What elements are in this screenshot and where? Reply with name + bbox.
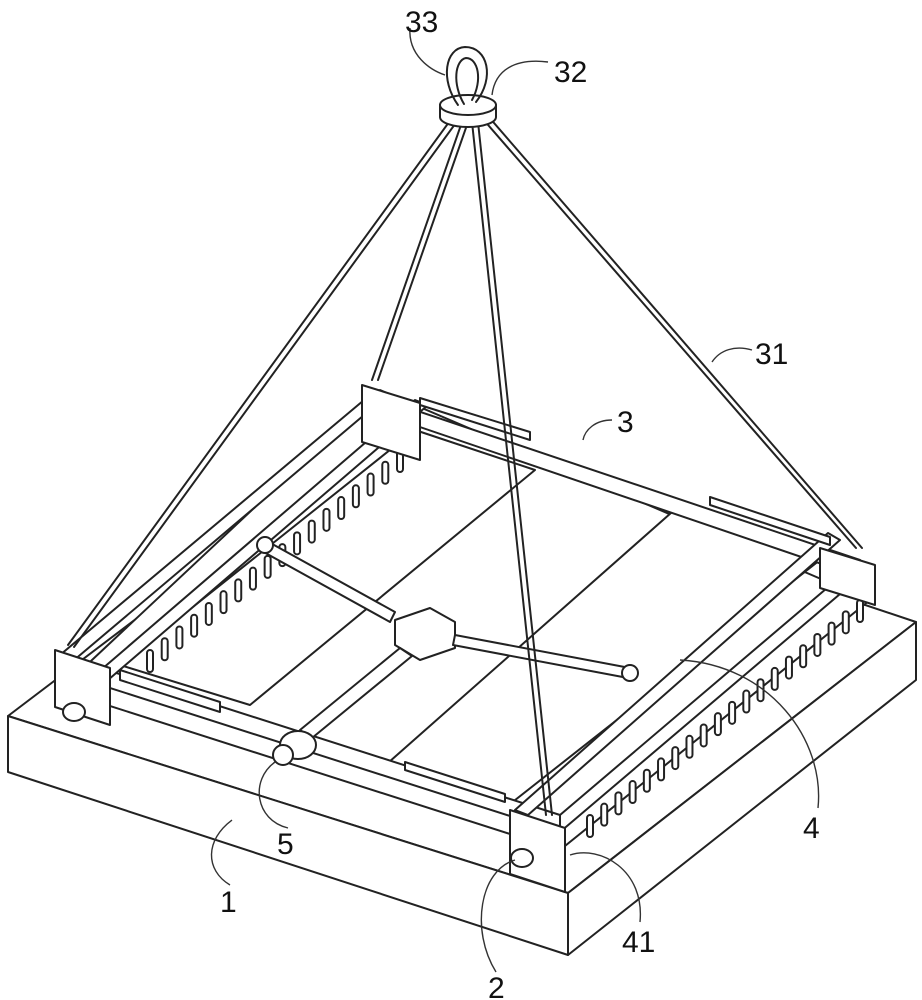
- spike: [235, 579, 241, 601]
- spike: [729, 702, 735, 724]
- label-32: 32: [554, 56, 587, 89]
- label-33: 33: [405, 6, 438, 39]
- spike: [829, 623, 835, 645]
- spike: [323, 509, 329, 531]
- label-41: 41: [622, 926, 655, 959]
- spike: [147, 650, 153, 672]
- spike: [353, 485, 359, 507]
- spike: [772, 668, 778, 690]
- spike: [265, 556, 271, 578]
- spike: [857, 600, 863, 622]
- label-4: 4: [803, 812, 820, 845]
- spike: [176, 626, 182, 648]
- cable: [372, 122, 462, 380]
- label-1: 1: [220, 886, 237, 919]
- spike: [162, 638, 168, 660]
- spike: [309, 521, 315, 543]
- spike: [786, 657, 792, 679]
- spike: [686, 736, 692, 758]
- spike: [587, 815, 593, 837]
- label-2: 2: [488, 972, 505, 1000]
- spike: [715, 713, 721, 735]
- clamp-knob-right: [511, 849, 533, 867]
- spike: [644, 770, 650, 792]
- spike: [843, 611, 849, 633]
- spike: [658, 758, 664, 780]
- spike: [382, 462, 388, 484]
- spike: [250, 568, 256, 590]
- spike: [191, 615, 197, 637]
- label-5: 5: [277, 828, 294, 861]
- spike: [758, 679, 764, 701]
- spike: [743, 691, 749, 713]
- label-31: 31: [755, 338, 788, 371]
- spike: [672, 747, 678, 769]
- spike: [221, 591, 227, 613]
- label-3: 3: [617, 406, 634, 439]
- spike: [701, 724, 707, 746]
- spike: [615, 792, 621, 814]
- spike: [294, 532, 300, 554]
- spike: [800, 645, 806, 667]
- spike: [601, 804, 607, 826]
- spike: [338, 497, 344, 519]
- spike: [814, 634, 820, 656]
- clamp-knob-left: [63, 703, 85, 721]
- spike: [206, 603, 212, 625]
- spike: [630, 781, 636, 803]
- spike: [368, 474, 374, 496]
